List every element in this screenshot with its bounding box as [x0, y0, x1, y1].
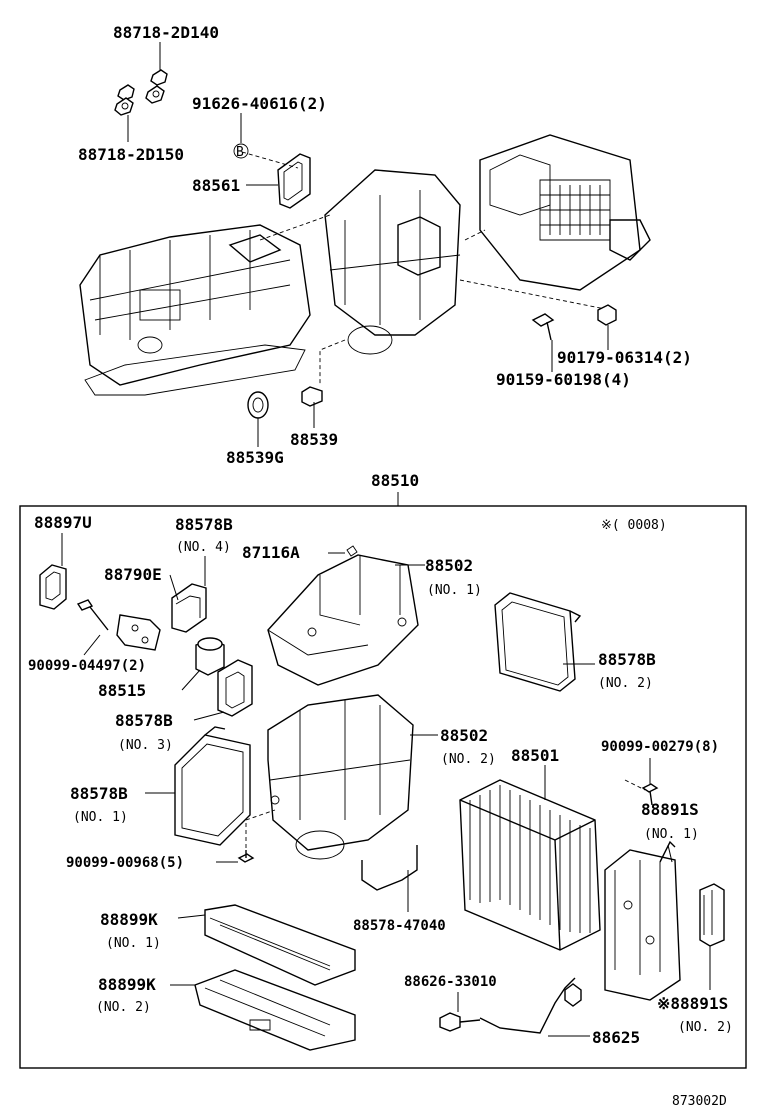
case-88502-no1-drawing [267, 554, 419, 686]
bracket-88790E-drawing [116, 614, 161, 651]
nut-90179-drawing [597, 304, 617, 326]
label-88899K-low: 88899K [98, 975, 156, 994]
label-88578B-mid: 88578B [115, 711, 173, 730]
bolt-90159-drawing [531, 313, 555, 341]
label-ref-code: 873002D [672, 1094, 727, 1109]
label-88578B-low: 88578B [70, 784, 128, 803]
label-88578B-no2: (NO. 2) [598, 676, 653, 691]
label-90099-04497: 90099-04497(2) [28, 658, 146, 674]
cover-88899K-no2-drawing [194, 969, 356, 1051]
grommet-88897U-drawing [39, 564, 67, 610]
expansion-valve-88515-drawing [195, 637, 225, 676]
clip-88718-2D140-drawing [145, 69, 168, 104]
label-mark-b: B [236, 145, 244, 160]
label-88891S-low: ※88891S [657, 994, 728, 1013]
heater-unit-drawing [79, 224, 311, 396]
label-88578B-no3: (NO. 3) [118, 738, 173, 753]
label-88626-33010: 88626-33010 [404, 974, 497, 990]
label-88578B-right: 88578B [598, 650, 656, 669]
part-87116A-drawing [346, 545, 358, 557]
label-90099-00279: 90099-00279(8) [601, 739, 719, 755]
label-88718-2D140: 88718-2D140 [113, 23, 219, 42]
label-88515: 88515 [98, 681, 146, 700]
label-88578B-top: 88578B [175, 515, 233, 534]
label-90179-06314: 90179-06314(2) [557, 348, 692, 367]
gasket-88561-drawing [277, 153, 311, 209]
label-88578-47040: 88578-47040 [353, 918, 446, 934]
label-88502-no2: (NO. 2) [441, 752, 496, 767]
label-88899K-no1: (NO. 1) [106, 936, 161, 951]
label-88899K-top: 88899K [100, 910, 158, 929]
seal-88578B-no3-drawing [217, 659, 253, 717]
label-88891S-no1: (NO. 1) [644, 827, 699, 842]
blower-unit-drawing [479, 134, 651, 291]
label-87116A: 87116A [242, 543, 300, 562]
cover-88899K-no1-drawing [204, 904, 356, 986]
label-88502-no1: (NO. 1) [427, 583, 482, 598]
label-88502-top: 88502 [425, 556, 473, 575]
screw-90099-00279-drawing [641, 783, 659, 806]
evaporator-88501-drawing [459, 779, 601, 951]
seal-88578B-no2-drawing [494, 592, 582, 692]
exploded-view-frame [19, 505, 747, 1069]
screw-90099-04497-drawing [76, 599, 109, 631]
pipe-88578-47040-drawing [361, 845, 418, 891]
clip-88718-2D150-drawing [114, 84, 135, 116]
label-88501: 88501 [511, 746, 559, 765]
label-88891S-no2: (NO. 2) [678, 1020, 733, 1035]
label-88790E: 88790E [104, 565, 162, 584]
mark-b-circle [233, 143, 249, 159]
label-88561: 88561 [192, 176, 240, 195]
label-88578B-no1: (NO. 1) [73, 810, 128, 825]
seal-88578B-no4-drawing [171, 583, 207, 633]
seal-88578B-no1-drawing [174, 726, 251, 846]
label-88578B-no4: (NO. 4) [176, 540, 231, 555]
bracket-88891S-no1-drawing [604, 840, 681, 1001]
label-88718-2D150: 88718-2D150 [78, 145, 184, 164]
label-88625: 88625 [592, 1028, 640, 1047]
label-88891S-top: 88891S [641, 800, 699, 819]
cooling-unit-housing-drawing [324, 169, 461, 355]
label-88539G: 88539G [226, 448, 284, 467]
sensor-88891S-no2-drawing [699, 883, 725, 947]
label-88899K-no2: (NO. 2) [96, 1000, 151, 1015]
screw-90099-00968-drawing [237, 850, 255, 863]
label-88510: 88510 [371, 471, 419, 490]
label-88539: 88539 [290, 430, 338, 449]
label-91626-40616: 91626-40616(2) [192, 94, 327, 113]
label-88897U: 88897U [34, 513, 92, 532]
wire-harness-88625-drawing [439, 977, 582, 1034]
grommet-88539G-drawing [247, 391, 269, 419]
part-88539-drawing [301, 386, 323, 407]
case-88502-no2-drawing [267, 694, 414, 860]
label-90099-00968: 90099-00968(5) [66, 855, 184, 871]
label-90159-60198: 90159-60198(4) [496, 370, 631, 389]
label-88502-mid: 88502 [440, 726, 488, 745]
label-note-range: ※( 0008) [601, 518, 667, 533]
